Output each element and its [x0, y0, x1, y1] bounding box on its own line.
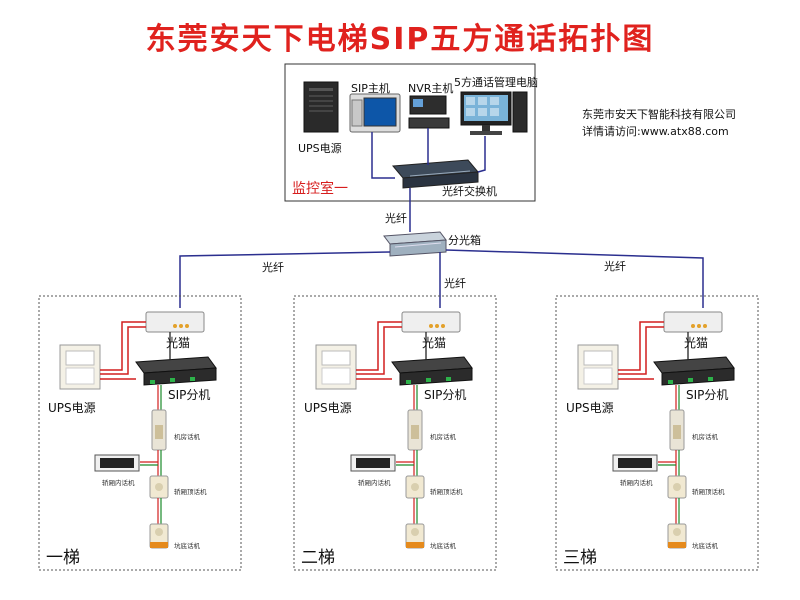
pit-label-3: 坑底话机: [692, 542, 718, 550]
nvr-host-icon: [408, 95, 450, 129]
elevator-internal-1: [59, 311, 217, 549]
ups-tower-icon: [303, 81, 339, 133]
car-top-label-1: 轿厢顶话机: [174, 488, 207, 496]
splitter-label: 分光箱: [448, 234, 481, 247]
modem-label-1: 光猫: [166, 336, 191, 350]
fiber-switch-label: 光纤交换机: [442, 185, 497, 198]
ups-label: UPS电源: [298, 142, 342, 155]
control-room-name: 监控室一: [292, 181, 348, 197]
sip-splitter-label-2: SIP分机: [424, 388, 467, 402]
ups-label-1: UPS电源: [48, 401, 96, 415]
pit-label-2: 坑底话机: [430, 542, 456, 550]
ups-label-3: UPS电源: [566, 401, 614, 415]
company-info: 东莞市安天下智能科技有限公司 详情请访问:www.atx88.com: [582, 106, 736, 140]
elevator-label-2: 二梯: [301, 548, 335, 568]
ups-label-2: UPS电源: [304, 401, 352, 415]
sip-host-icon: [349, 93, 401, 133]
car-top-label-3: 轿厢顶话机: [692, 488, 725, 496]
modem-label-3: 光猫: [684, 336, 709, 350]
fiber-label-left: 光纤: [262, 261, 284, 274]
fiber-label-main: 光纤: [385, 212, 407, 225]
car-inside-label-3: 轿厢内话机: [620, 479, 653, 487]
company-name: 东莞市安天下智能科技有限公司: [582, 108, 736, 121]
pit-label-1: 坑底话机: [174, 542, 200, 550]
management-pc-icon: [460, 91, 528, 135]
elevator-group-1: [38, 295, 242, 571]
elevator-group-3: [555, 295, 759, 571]
sip-host-label: SIP主机: [351, 82, 390, 95]
fiber-splitter-icon: [383, 231, 447, 257]
fiber-label-right: 光纤: [604, 260, 626, 273]
machine-room-label-1: 机房话机: [174, 433, 200, 441]
car-inside-label-1: 轿厢内话机: [102, 479, 135, 487]
elevator-label-3: 三梯: [563, 548, 597, 568]
elevator-label-1: 一梯: [46, 548, 80, 568]
car-top-label-2: 轿厢顶话机: [430, 488, 463, 496]
elevator-group-2: [293, 295, 497, 571]
machine-room-label-2: 机房话机: [430, 433, 456, 441]
car-inside-label-2: 轿厢内话机: [358, 479, 391, 487]
company-website: 详情请访问:www.atx88.com: [582, 125, 729, 138]
fiber-label-center: 光纤: [444, 277, 466, 290]
modem-label-2: 光猫: [422, 336, 447, 350]
machine-room-label-3: 机房话机: [692, 433, 718, 441]
nvr-host-label: NVR主机: [408, 82, 454, 95]
page-title: 东莞安天下电梯SIP五方通话拓扑图: [145, 22, 655, 57]
sip-splitter-label-1: SIP分机: [168, 388, 211, 402]
elevator-internal-2: [315, 311, 473, 549]
fiber-switch-icon: [391, 159, 480, 189]
sip-splitter-label-3: SIP分机: [686, 388, 729, 402]
mgmt-pc-label: 5方通话管理电脑: [454, 76, 538, 89]
elevator-internal-3: [577, 311, 735, 549]
